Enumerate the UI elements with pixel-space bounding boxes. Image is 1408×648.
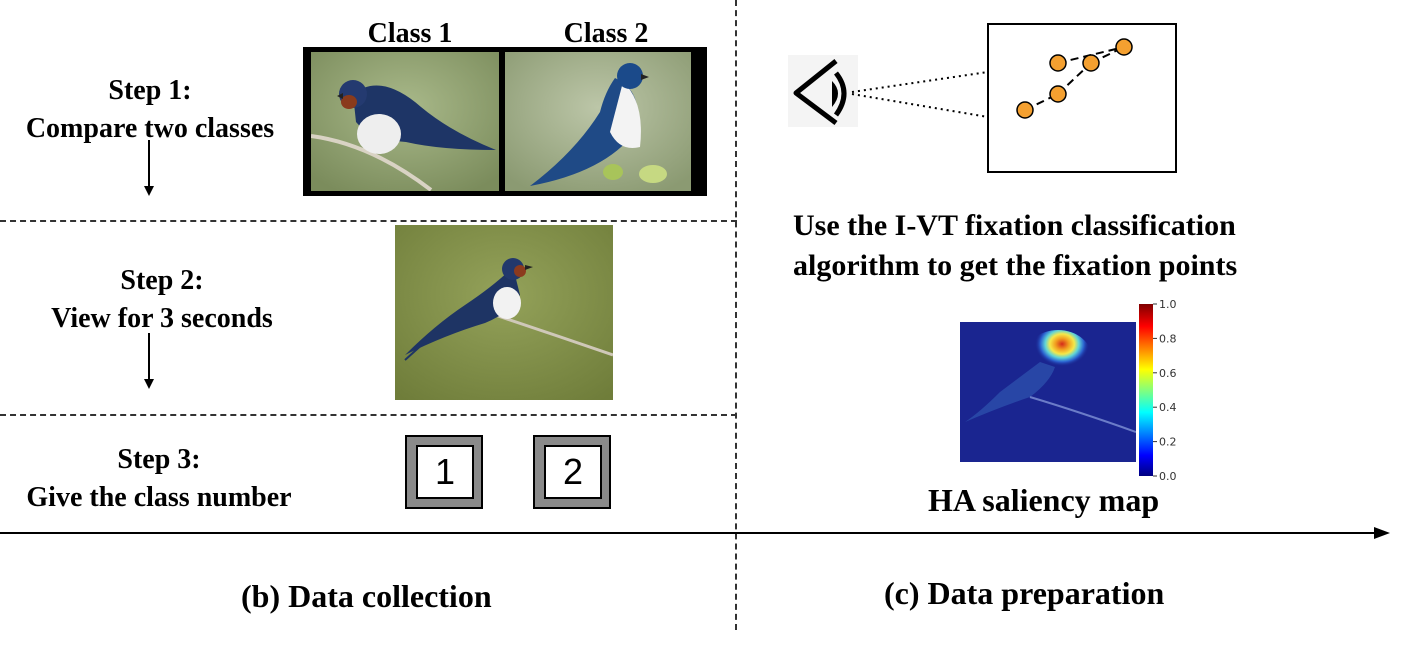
class-1-key[interactable]: 1 (405, 435, 483, 509)
colorbar-tick-label: 0.0 (1159, 470, 1177, 483)
colorbar-tick-label: 1.0 (1159, 298, 1177, 311)
step-divider-1 (0, 220, 737, 222)
data-preparation-caption: (c) Data preparation (884, 575, 1165, 611)
fixation-point (1049, 54, 1067, 72)
step-3-label: Step 3: Give the class number (0, 441, 318, 517)
step-3-title: Step 3: (117, 444, 201, 475)
timeline-arrow (0, 527, 1390, 539)
class-2-header: Class 2 (563, 18, 649, 49)
step-1-label: Step 1: Compare two classes (0, 72, 300, 148)
class-2-key-label: 2 (544, 445, 602, 499)
class-1-key-label: 1 (416, 445, 474, 499)
class-comparison-image-frame (303, 47, 707, 196)
class-1-bird-image (311, 52, 499, 191)
fixation-algorithm-text: Use the I-VT fixation classification alg… (793, 206, 1313, 286)
fixation-point (1115, 38, 1133, 56)
colorbar-tick-label: 0.4 (1159, 401, 1177, 414)
fixation-point (1049, 85, 1067, 103)
step-divider-2 (0, 414, 737, 416)
data-collection-caption: (b) Data collection (241, 578, 492, 614)
fixation-point (1016, 101, 1034, 119)
fixation-text-line-2: algorithm to get the fixation points (793, 249, 1238, 282)
viewed-bird-image (395, 225, 613, 400)
saliency-map-label: HA saliency map (928, 482, 1160, 518)
saliency-colorbar: 1.0 0.8 0.6 0.4 0.2 0.0 (1139, 298, 1177, 483)
saliency-map-image (960, 322, 1136, 462)
step-1-title: Step 1: (108, 75, 192, 106)
step-2-text: View for 3 seconds (51, 303, 273, 334)
class-1-header: Class 1 (367, 18, 453, 49)
step-1-down-arrow (144, 140, 154, 196)
section-divider-vertical (735, 0, 737, 630)
class-2-key[interactable]: 2 (533, 435, 611, 509)
class-2-bird-image (505, 52, 691, 191)
step-2-label: Step 2: View for 3 seconds (12, 262, 312, 338)
step-2-title: Step 2: (120, 265, 204, 296)
step-1-text: Compare two classes (25, 113, 275, 144)
step-3-text: Give the class number (26, 482, 292, 513)
fixation-text-line-1: Use the I-VT fixation classification (793, 209, 1236, 242)
fixation-points-panel (987, 23, 1177, 173)
colorbar-tick-label: 0.8 (1159, 332, 1177, 345)
step-2-down-arrow (144, 333, 154, 389)
colorbar-tick-label: 0.6 (1159, 367, 1177, 380)
sight-lines (851, 71, 989, 118)
eye-icon (788, 55, 858, 127)
colorbar-tick-label: 0.2 (1159, 436, 1177, 449)
fixation-point (1082, 54, 1100, 72)
